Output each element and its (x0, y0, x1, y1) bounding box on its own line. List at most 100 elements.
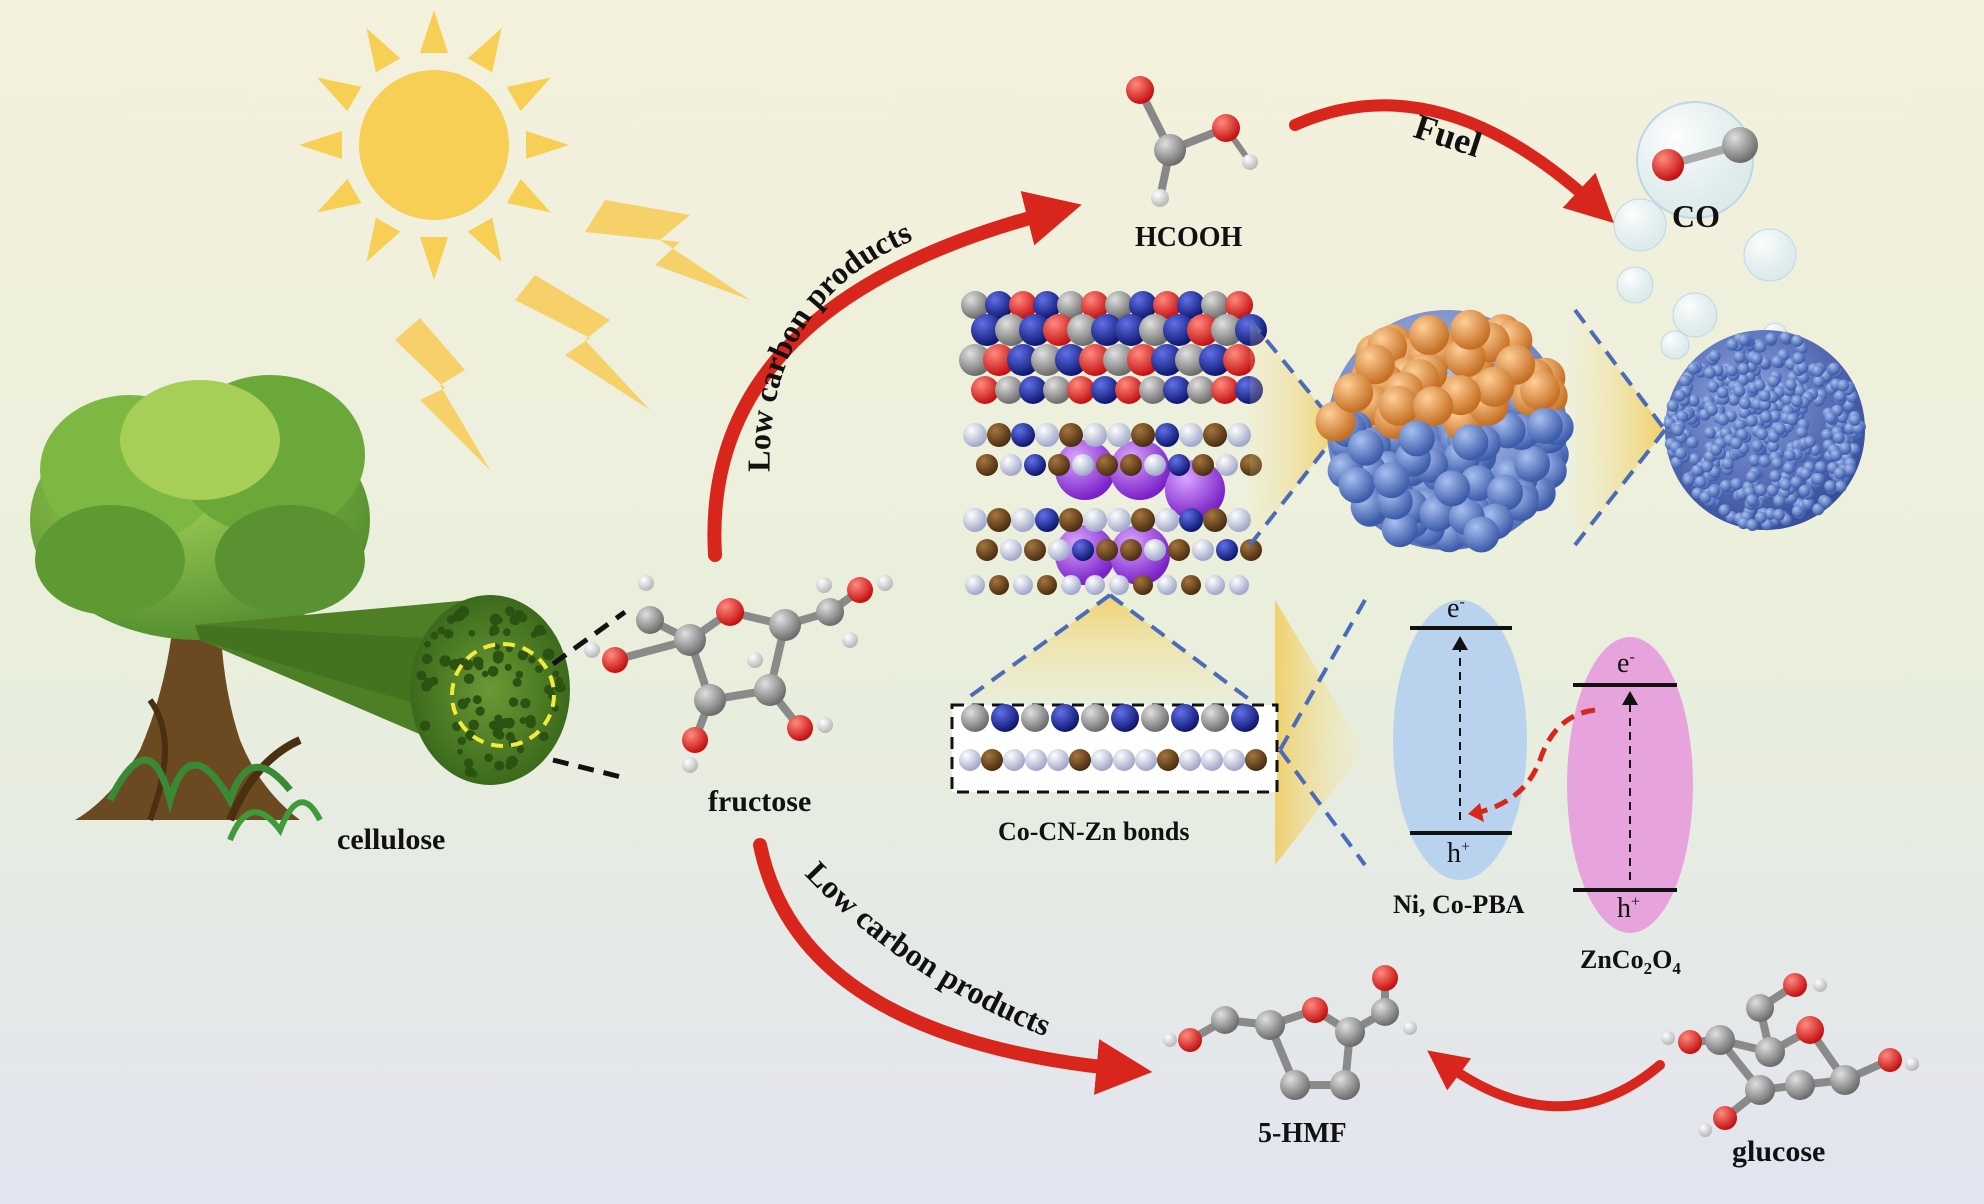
cellulose-pore (468, 720, 479, 731)
cellulose-pore (422, 654, 433, 665)
sphere-particle (1786, 413, 1798, 425)
glucose-label: glucose (1732, 1135, 1825, 1169)
cellulose-pore (465, 697, 471, 703)
atom (1168, 454, 1190, 476)
cellulose-pore (505, 664, 512, 671)
atom (1205, 575, 1225, 595)
sphere-particle (1828, 362, 1840, 374)
sphere-particle (1849, 414, 1861, 426)
cellulose-pore (520, 717, 527, 724)
sphere-particle (1683, 474, 1695, 486)
cellulose-pore (517, 746, 524, 753)
znco-electron-label: e- (1617, 648, 1635, 680)
sphere-particle (1837, 379, 1849, 391)
shell-particle (1434, 470, 1470, 506)
atom (1179, 508, 1203, 532)
cellulose-pore (539, 732, 549, 742)
sphere-particle (1765, 333, 1777, 345)
inset-atom (1223, 749, 1245, 771)
atom (1096, 539, 1118, 561)
cellulose-pore (420, 722, 429, 731)
sphere-particle (1824, 480, 1836, 492)
sphere-particle (1739, 397, 1751, 409)
cellulose-pore (450, 663, 456, 669)
atom (1163, 376, 1191, 404)
cellulose-pore (473, 695, 482, 704)
atom (1133, 575, 1153, 595)
sphere-particle (1675, 447, 1687, 459)
atom (965, 575, 985, 595)
inset-atom (1111, 704, 1139, 732)
sphere-particle (1726, 339, 1738, 351)
sphere-particle (1780, 332, 1792, 344)
atom (1000, 454, 1022, 476)
cellulose-pore (430, 632, 438, 640)
sphere-particle (1719, 504, 1731, 516)
inset-atom (1047, 749, 1069, 771)
sphere-particle (1731, 478, 1743, 490)
shell-particle (1514, 446, 1550, 482)
cellulose-pore (510, 614, 521, 625)
atom (1011, 423, 1035, 447)
sphere-particle (1722, 458, 1734, 470)
atom (1107, 508, 1131, 532)
atom (976, 539, 998, 561)
sphere-particle (1780, 479, 1792, 491)
cellulose-pore (505, 761, 513, 769)
atom (1187, 376, 1215, 404)
cellulose-pore (484, 753, 493, 762)
cellulose-pore (489, 630, 495, 636)
shell-particle (1413, 386, 1453, 426)
sphere-particle (1783, 462, 1795, 474)
cellulose-pore (439, 655, 450, 666)
atom (1019, 376, 1047, 404)
znco-hole-label: h+ (1617, 893, 1640, 925)
sphere-particle (1769, 470, 1781, 482)
cellulose-pore (509, 697, 515, 703)
atom (1144, 539, 1166, 561)
atom (1024, 454, 1046, 476)
sphere-particle (1759, 455, 1771, 467)
atom (1048, 454, 1070, 476)
cellulose-pore (475, 706, 484, 715)
inset-atom (1231, 704, 1259, 732)
cellulose-pore (495, 731, 504, 740)
cellulose-pore (503, 628, 511, 636)
atom (1139, 376, 1167, 404)
cellulose-pore (520, 698, 530, 708)
atom (987, 423, 1011, 447)
sphere-particle (1792, 505, 1804, 517)
cellulose-pore (469, 630, 476, 637)
sphere-particle (1813, 375, 1825, 387)
atom (1227, 508, 1251, 532)
atom (963, 508, 987, 532)
sphere-particle (1771, 356, 1783, 368)
inset-atom (1069, 749, 1091, 771)
sphere-particle (1834, 467, 1846, 479)
cellulose-pore (552, 670, 559, 677)
cellulose-label: cellulose (337, 823, 445, 857)
bonds-label: Co-CN-Zn bonds (998, 817, 1189, 847)
sphere-particle (1691, 465, 1703, 477)
atom (1216, 454, 1238, 476)
shell-particle (1409, 315, 1449, 355)
atom (1131, 508, 1155, 532)
atom (1120, 539, 1142, 561)
inset-atom (1201, 704, 1229, 732)
sphere-particle (1753, 379, 1765, 391)
cellulose-pore (482, 671, 488, 677)
sphere-particle (1821, 429, 1833, 441)
sphere-particle (1824, 412, 1836, 424)
sphere-particle (1726, 364, 1738, 376)
pba-hole-label: h+ (1447, 838, 1470, 870)
sphere-particle (1833, 432, 1845, 444)
atom (1227, 423, 1251, 447)
sphere-particle (1746, 471, 1758, 483)
znco-band-diagram (1567, 637, 1693, 933)
cellulose-pore (535, 665, 543, 673)
sphere-particle (1766, 484, 1778, 496)
sphere-particle (1717, 414, 1729, 426)
cellulose-pore (417, 671, 427, 681)
atom (1011, 508, 1035, 532)
